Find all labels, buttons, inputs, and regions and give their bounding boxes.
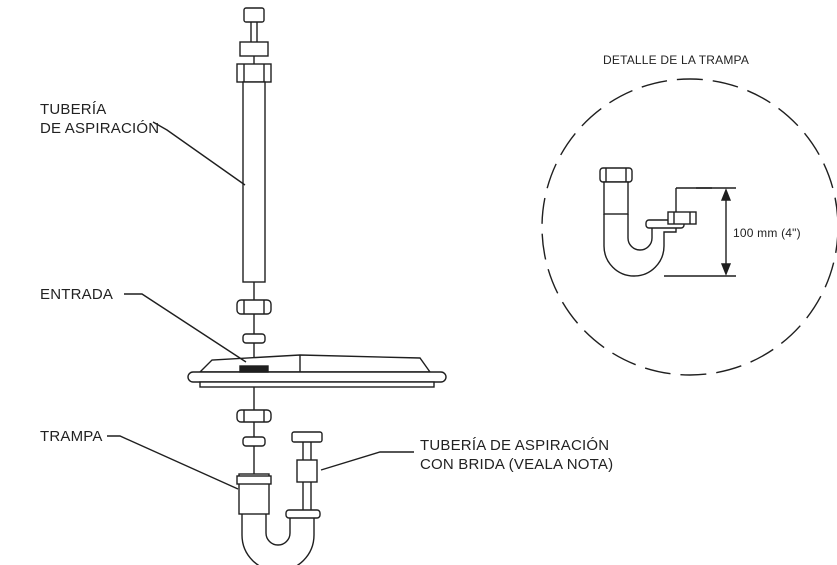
suction-pipe-label: TUBERÍA DE ASPIRACIÓN (40, 100, 159, 138)
trap-detail (541, 78, 837, 376)
trap-label: TRAMPA (40, 428, 103, 445)
flanged-pipe-label-line1: TUBERÍA DE ASPIRACIÓN (420, 437, 610, 454)
leader-lines (107, 121, 414, 490)
inlet-label: ENTRADA (40, 286, 114, 303)
suction-pipe-label-line2: DE ASPIRACIÓN (40, 120, 160, 137)
suction-pipe-assembly (236, 7, 272, 360)
detail-title: DETALLE DE LA TRAMPA (603, 53, 750, 67)
flanged-pipe-label-line2: CON BRIDA (VEALA NOTA) (420, 456, 614, 473)
suction-pipe-label-line1: TUBERÍA (40, 101, 107, 118)
lower-trap-assembly (236, 387, 323, 565)
inlet-plate (187, 354, 447, 388)
flanged-pipe-label: TUBERÍA DE ASPIRACIÓN CON BRIDA (VEALA N… (420, 436, 613, 474)
dimension-label: 100 mm (4") (733, 226, 801, 240)
